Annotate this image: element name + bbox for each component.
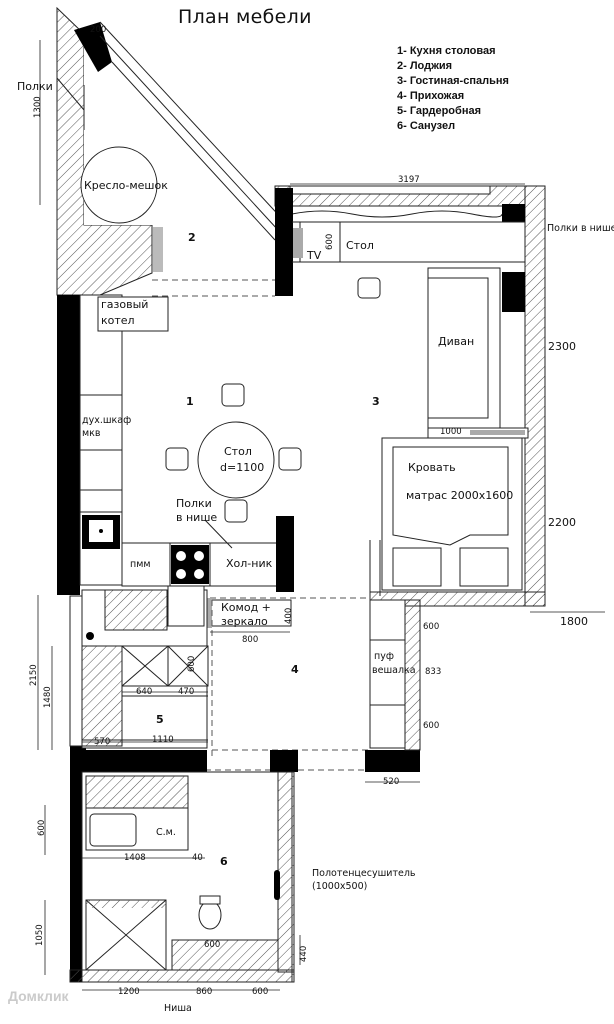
- dim-800: 800: [242, 635, 259, 645]
- label-dresser-line2: зеркало: [221, 615, 268, 628]
- dim-640: 640: [136, 687, 153, 697]
- kitchen-counter: [79, 294, 278, 587]
- dim-40: 40: [192, 853, 203, 863]
- wardrobe: [81, 585, 209, 749]
- label-pouf-line1: пуф: [374, 651, 394, 662]
- label-dishwasher: пмм: [130, 559, 151, 570]
- label-gas-boiler-line1: газовый: [101, 298, 149, 311]
- dining-table: [197, 421, 275, 499]
- dim-600-right2: 600: [423, 721, 440, 731]
- legend-item: 3- Гостиная-спальня: [397, 75, 509, 87]
- label-mattress: матрас 2000х1600: [406, 489, 514, 502]
- dim-2300: 2300: [548, 340, 576, 353]
- label-pouf-line2: вешалка: [372, 665, 416, 676]
- hallway: [204, 597, 421, 772]
- loggia-walls: [56, 6, 286, 297]
- legend-item: 4- Прихожая: [397, 90, 465, 102]
- plan-title: План мебели: [178, 6, 312, 28]
- label-bed: Кровать: [408, 461, 456, 474]
- sofa: [427, 267, 501, 429]
- dim-520: 520: [383, 777, 400, 787]
- partition-fridge: [276, 516, 294, 592]
- dim-833: 833: [425, 667, 442, 677]
- dim-1050: 1050: [35, 924, 45, 946]
- watermark-logo: Домклик: [8, 988, 69, 1004]
- label-towel-line2: (1000х500): [312, 881, 368, 892]
- dim-1480: 1480: [43, 686, 53, 708]
- label-dresser-line1: Комод +: [221, 601, 271, 614]
- label-round-table-line1: Стол: [224, 445, 252, 458]
- dim-440: 440: [299, 945, 309, 962]
- label-niche: Ниша: [164, 1003, 192, 1014]
- dim-400: 400: [284, 607, 294, 624]
- label-oven-line1: дух.шкаф: [82, 415, 132, 426]
- dim-470: 470: [178, 687, 195, 697]
- label-shelves-niche-line2: в нише: [176, 511, 218, 524]
- label-shelves-niche-right: Полки в нише: [547, 223, 614, 234]
- dim-600-tv: 600: [325, 233, 335, 250]
- left-wall-upper: [57, 295, 80, 595]
- dim-600-wardrobe: 600: [187, 655, 197, 672]
- label-shelves: Полки: [17, 80, 53, 93]
- room-legend: 1- Кухня столовая 2- Лоджия 3- Гостиная-…: [397, 44, 509, 134]
- wall-bath-top: [82, 750, 207, 772]
- dim-1800: 1800: [560, 615, 588, 628]
- bed: [381, 437, 523, 591]
- label-gas-boiler-line2: котел: [101, 314, 135, 327]
- label-oven-line2: мкв: [82, 428, 101, 439]
- room-number-4: 4: [291, 663, 299, 676]
- label-table-living: Стол: [346, 239, 374, 252]
- dim-1110: 1110: [152, 735, 174, 745]
- room-number-5: 5: [156, 713, 164, 726]
- bathroom: [69, 771, 295, 983]
- beanbag-chair: [80, 146, 158, 224]
- dim-860: 860: [196, 987, 213, 997]
- dim-3197: 3197: [398, 175, 420, 185]
- legend-item: 5- Гардеробная: [397, 105, 482, 117]
- dim-600-right1: 600: [423, 622, 440, 632]
- legend-item: 6- Санузел: [397, 120, 456, 132]
- dim-1408: 1408: [124, 853, 146, 863]
- loggia-corner-post: [74, 22, 112, 72]
- dim-600-bath3: 600: [252, 987, 269, 997]
- label-round-table-line2: d=1100: [220, 461, 265, 474]
- room-number-1: 1: [186, 395, 194, 408]
- dim-1200: 1200: [118, 987, 140, 997]
- label-towel-line1: Полотенцесушитель: [312, 868, 416, 879]
- legend-item: 1- Кухня столовая: [397, 45, 496, 57]
- label-tv: TV: [307, 249, 322, 262]
- label-beanbag: Кресло-мешок: [84, 179, 168, 192]
- dim-1000: 1000: [440, 427, 462, 437]
- dining-chairs: [165, 277, 381, 523]
- room-number-6: 6: [220, 855, 228, 868]
- dim-2150: 2150: [29, 664, 39, 686]
- room-number-2: 2: [188, 231, 196, 244]
- label-sofa: Диван: [438, 335, 475, 348]
- living-room-walls: [274, 185, 546, 607]
- legend-item: 2- Лоджия: [397, 60, 453, 72]
- room-number-3: 3: [372, 395, 380, 408]
- dim-570: 570: [94, 737, 111, 747]
- label-shelves-niche-line1: Полки: [176, 497, 212, 510]
- dim-1300: 1300: [33, 96, 43, 118]
- label-fridge: Хол-ник: [226, 557, 273, 570]
- dim-600-bath2: 600: [204, 940, 221, 950]
- dim-600-bath: 600: [37, 819, 47, 836]
- dim-2200: 2200: [548, 516, 576, 529]
- dimension-lines: [37, 40, 605, 991]
- cooktop: [171, 545, 209, 584]
- label-washer: С.м.: [156, 827, 176, 838]
- dim-200: 200: [90, 25, 107, 35]
